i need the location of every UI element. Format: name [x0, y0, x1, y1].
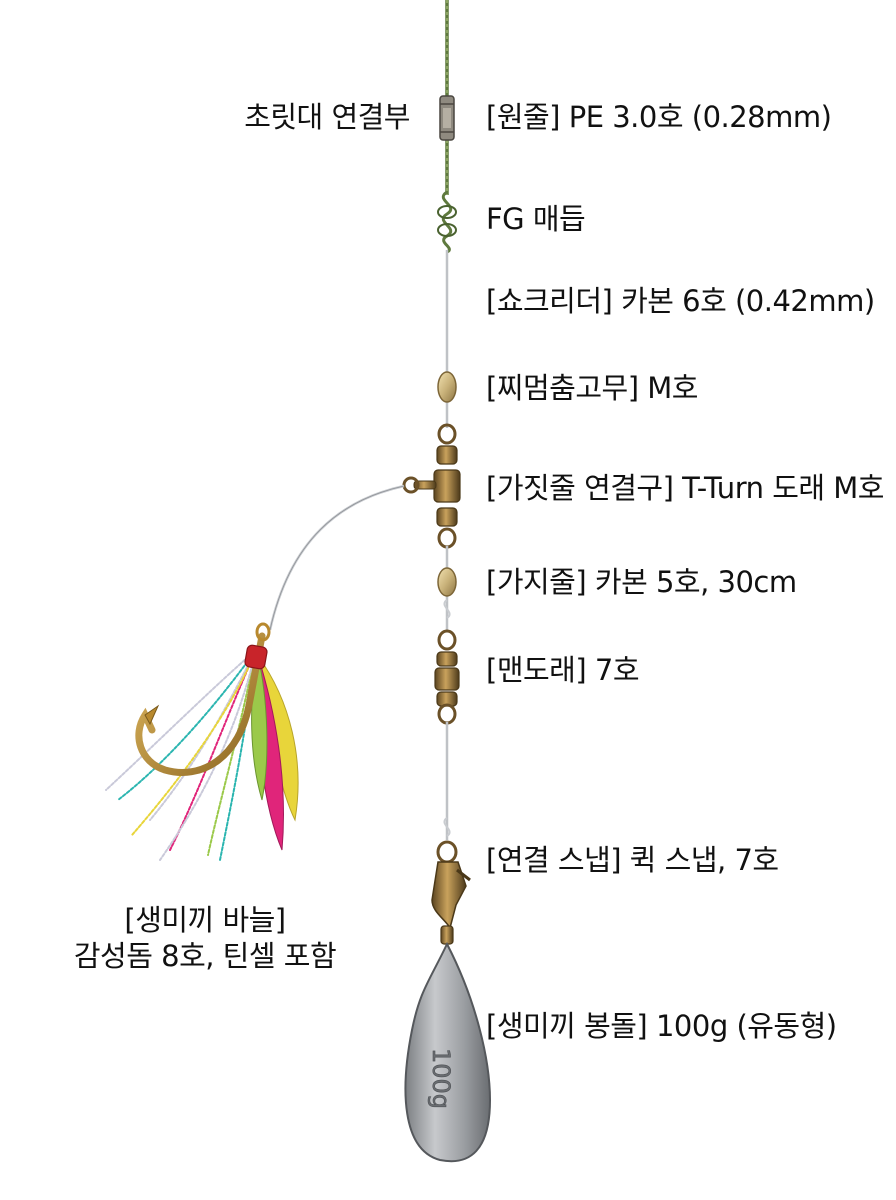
- label-branch-line: [가지줄] 카본 5호, 30cm: [486, 565, 797, 599]
- label-rod-connection: 초릿대 연결부: [244, 100, 410, 134]
- label-shock-leader: [쇼크리더] 카본 6호 (0.42mm): [486, 284, 875, 318]
- rod-connector: [439, 95, 455, 141]
- branch-line: [268, 484, 405, 631]
- sinker: 100g: [404, 941, 492, 1163]
- label-hook-title: [생미끼 바늘]: [124, 903, 286, 937]
- label-main-line: [원줄] PE 3.0호 (0.28mm): [486, 100, 832, 134]
- label-snap: [연결 스냅] 퀵 스냅, 7호: [486, 843, 779, 877]
- t-turn-swivel: [402, 423, 461, 549]
- barrel-swivel: [434, 629, 460, 725]
- sinker-mark: 100g: [427, 1048, 455, 1109]
- label-sinker: [생미끼 봉돌] 100g (유동형): [486, 1009, 837, 1043]
- fg-knot: [437, 190, 457, 254]
- label-hook-detail: 감성돔 8호, 틴셀 포함: [73, 939, 337, 974]
- hook-caption: [생미끼 바늘] 감성돔 8호, 틴셀 포함: [40, 902, 370, 975]
- label-stopper: [찌멈춤고무] M호: [486, 371, 698, 405]
- label-fg-knot: FG 매듭: [486, 202, 586, 236]
- hook-with-tinsel: [105, 622, 299, 861]
- stopper-bead: [437, 371, 457, 403]
- label-swivel: [맨도래] 7호: [486, 653, 640, 687]
- branch-bead: [437, 567, 457, 597]
- label-branch-connector: [가짓줄 연결구] T-Turn 도래 M호: [486, 471, 884, 505]
- quick-snap: [431, 840, 471, 945]
